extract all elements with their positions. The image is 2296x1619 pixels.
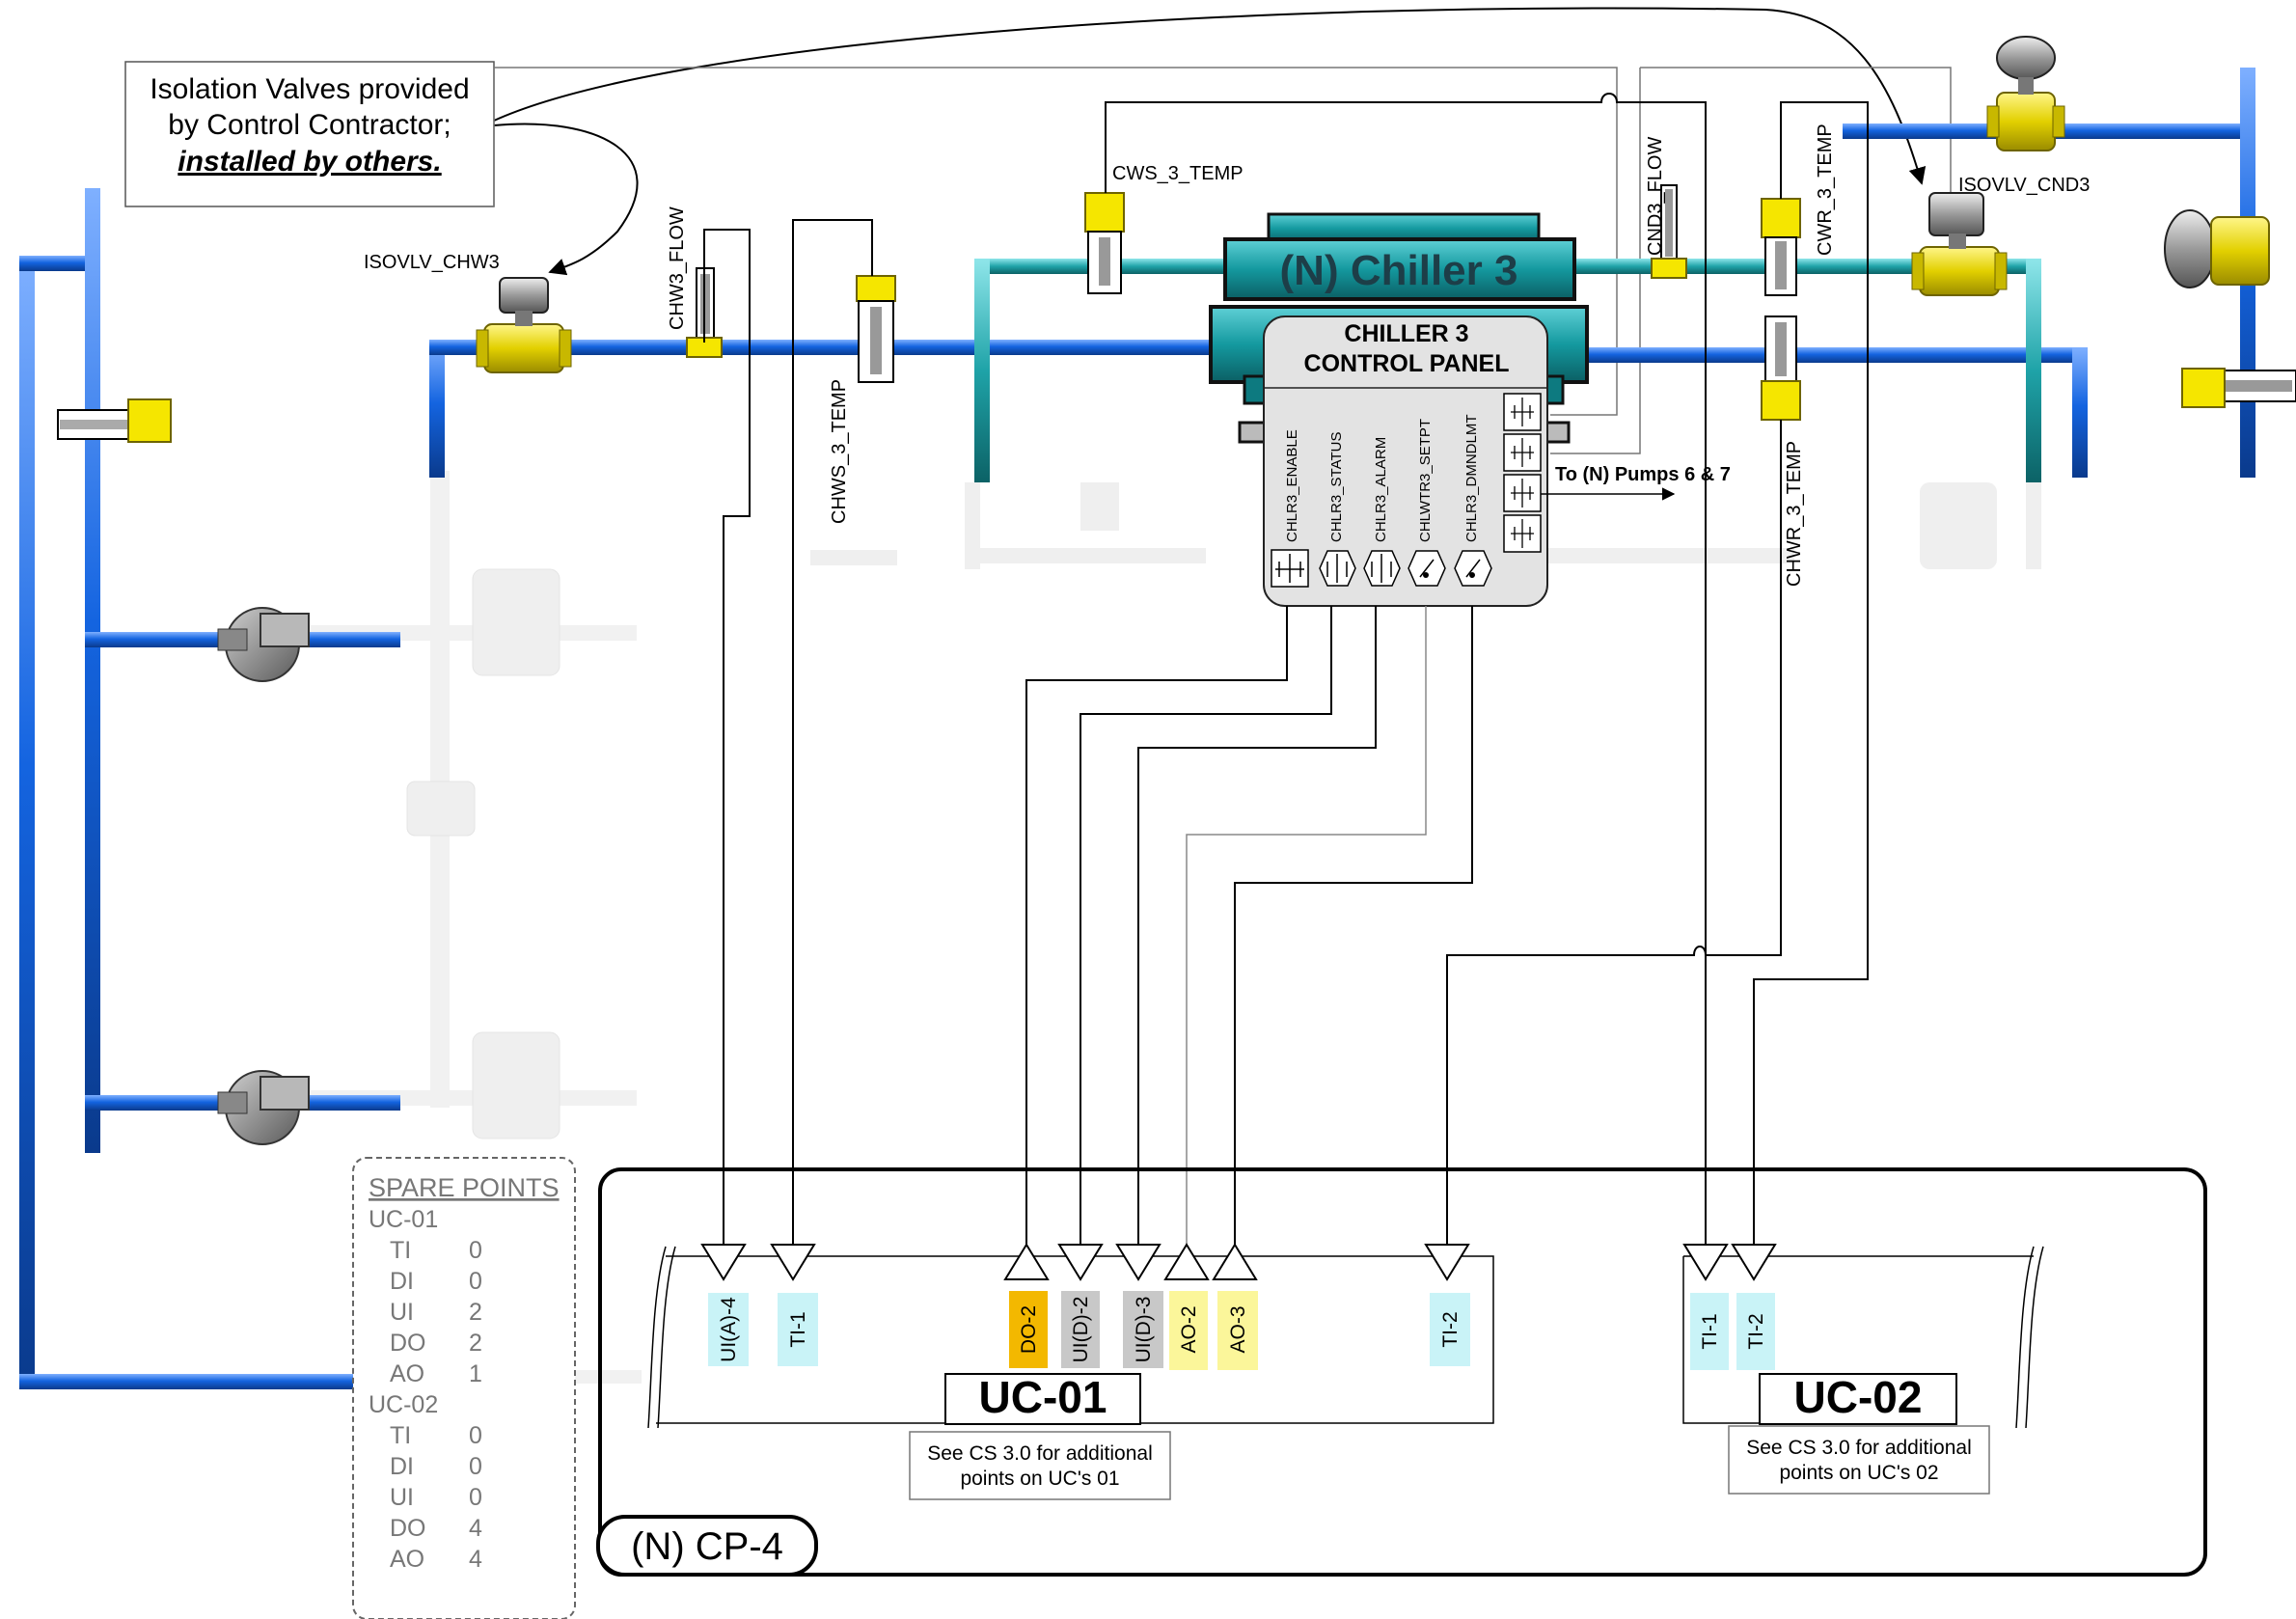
point-chlr3-enable: CHLR3_ENABLE [1284, 429, 1300, 542]
uc01-note-line1: See CS 3.0 for additional [927, 1442, 1152, 1465]
spare-uc02-ui-k: UI [390, 1484, 414, 1511]
spare-uc01-ao-k: AO [390, 1360, 424, 1387]
terminal-uc02-1 [1682, 1244, 1729, 1281]
uc02-note-line1: See CS 3.0 for additional [1746, 1437, 1971, 1459]
uc02-point-tags: TI-1 TI-2 [1690, 1293, 1775, 1370]
spare-uc01: UC-01 [369, 1206, 438, 1233]
top-right-valve [1986, 36, 2065, 151]
spare-uc02-di-v: 0 [469, 1453, 482, 1480]
isolation-valve-callout: Isolation Valves provided by Control Con… [124, 7, 1927, 276]
spare-uc02-di-k: DI [390, 1453, 414, 1480]
signal-wires [703, 93, 1869, 1254]
spare-uc02-do-v: 4 [469, 1515, 482, 1542]
uc02-label: UC-02 [1794, 1372, 1923, 1422]
terminal-uc01-1 [700, 1244, 747, 1281]
chiller-name: (N) Chiller 3 [1280, 247, 1518, 294]
panel-title-line2: CONTROL PANEL [1304, 350, 1510, 377]
callout-line2: by Control Contractor; [168, 109, 451, 141]
spare-uc02: UC-02 [369, 1391, 438, 1418]
device-labels: ISOVLV_CHW3 ISOVLV_CND3 CWS_3_TEMP CHW3_… [364, 123, 2090, 587]
spare-uc02-ti-k: TI [390, 1422, 411, 1449]
uc01-note-line2: points on UC's 01 [960, 1468, 1119, 1490]
terminal-uc01-7 [1212, 1243, 1258, 1280]
chws3-temp-sensor [856, 275, 896, 383]
cwr3-temp-sensor [1761, 198, 1801, 296]
tag-ui-d-3: UI(D)-3 [1133, 1297, 1155, 1363]
cws3-temp-sensor [1084, 192, 1125, 294]
spare-uc02-do-k: DO [390, 1515, 426, 1542]
ghost-equipment [289, 471, 2041, 1384]
right-edge-temp-sensor [2181, 368, 2296, 408]
pump-2 [217, 1070, 310, 1145]
uc02-controller: UC-02 See CS 3.0 for additional points o… [1682, 1246, 2044, 1495]
point-chlwtr3-setpt: CHLWTR3_SETPT [1417, 419, 1434, 542]
tag-ui-d-2: UI(D)-2 [1070, 1297, 1092, 1363]
tag-ti-2: TI-2 [1439, 1311, 1462, 1347]
tag-ao-2: AO-2 [1178, 1305, 1200, 1353]
panel-title-line1: CHILLER 3 [1344, 320, 1468, 347]
callout-line3: installed by others. [178, 146, 441, 178]
spare-uc01-ao-v: 1 [469, 1360, 482, 1387]
label-isovlv-cnd3: ISOVLV_CND3 [1958, 175, 2090, 196]
terminal-uc01-4 [1057, 1244, 1104, 1281]
spare-uc01-ti-v: 0 [469, 1237, 482, 1264]
spare-uc02-ui-v: 0 [469, 1484, 482, 1511]
label-cnd3-flow: CND3_FLOW [1645, 137, 1666, 256]
isovlv-chw3-valve [476, 277, 572, 373]
uc01-label: UC-01 [979, 1372, 1107, 1422]
spare-title: SPARE POINTS [369, 1173, 560, 1202]
chwr3-temp-sensor [1761, 316, 1801, 421]
tag-do-2: DO-2 [1018, 1305, 1040, 1354]
reference-lines [493, 67, 1952, 454]
spare-uc02-ao-v: 4 [469, 1546, 482, 1573]
cp4-panel: (N) CP-4 [596, 1167, 2207, 1577]
uc01-controller: UC-01 See CS 3.0 for additional points o… [647, 1246, 1494, 1500]
right-edge-valve [2164, 209, 2270, 288]
uc01-point-tags: UI(A)-4 TI-1 DO-2 UI(D)-2 UI(D)-3 AO-2 A… [708, 1291, 1470, 1370]
spare-uc01-ui-v: 2 [469, 1299, 482, 1326]
tag-ao-3: AO-3 [1227, 1305, 1249, 1353]
terminal-arrows [700, 1243, 1777, 1281]
label-chwr-3-temp: CHWR_3_TEMP [1784, 441, 1805, 587]
label-isovlv-chw3: ISOVLV_CHW3 [364, 252, 500, 273]
label-chws-3-temp: CHWS_3_TEMP [829, 379, 850, 524]
uc02-note-line2: points on UC's 02 [1779, 1462, 1938, 1484]
terminal-uc01-6 [1163, 1243, 1210, 1280]
pump-1 [217, 607, 310, 682]
left-temp-sensor [57, 398, 172, 443]
spare-uc01-ti-k: TI [390, 1237, 411, 1264]
terminal-uc01-8 [1424, 1244, 1470, 1281]
terminal-uc01-5 [1115, 1244, 1162, 1281]
label-cwr-3-temp: CWR_3_TEMP [1815, 123, 1836, 256]
label-cws-3-temp: CWS_3_TEMP [1112, 163, 1244, 184]
tag-ti-1: TI-1 [787, 1311, 809, 1347]
cp4-label: (N) CP-4 [631, 1525, 783, 1568]
spare-uc01-di-k: DI [390, 1268, 414, 1295]
label-chw3-flow: CHW3_FLOW [667, 206, 688, 330]
spare-uc01-do-v: 2 [469, 1330, 482, 1357]
chilled-water-piping [19, 68, 2255, 1389]
isovlv-cnd3-valve [1911, 192, 2008, 296]
tag-ui-a-4: UI(A)-4 [718, 1297, 740, 1362]
pumps-note: To (N) Pumps 6 & 7 [1555, 464, 1731, 485]
tag-uc02-ti-1: TI-1 [1699, 1313, 1721, 1349]
terminal-uc01-2 [770, 1244, 816, 1281]
spare-uc02-ao-k: AO [390, 1546, 424, 1573]
tag-uc02-ti-2: TI-2 [1745, 1313, 1767, 1349]
spare-uc01-do-k: DO [390, 1330, 426, 1357]
spare-uc01-di-v: 0 [469, 1268, 482, 1295]
point-chlr3-dmndlmt: CHLR3_DMNDLMT [1463, 414, 1480, 542]
chiller-control-panel: CHILLER 3 CONTROL PANEL CHLR3_ENABLE CHL… [1263, 316, 1548, 607]
spare-points-box: SPARE POINTS UC-01 TI 0 DI 0 UI 2 DO 2 A… [352, 1157, 576, 1619]
terminal-uc01-3 [1003, 1243, 1050, 1280]
spare-uc01-ui-k: UI [390, 1299, 414, 1326]
cnd3-flow-sensor [1651, 184, 1687, 279]
terminal-uc02-2 [1731, 1244, 1777, 1281]
callout-line1: Isolation Valves provided [150, 73, 469, 105]
point-chlr3-status: CHLR3_STATUS [1328, 432, 1345, 542]
point-chlr3-alarm: CHLR3_ALARM [1373, 437, 1389, 542]
spare-uc02-ti-v: 0 [469, 1422, 482, 1449]
